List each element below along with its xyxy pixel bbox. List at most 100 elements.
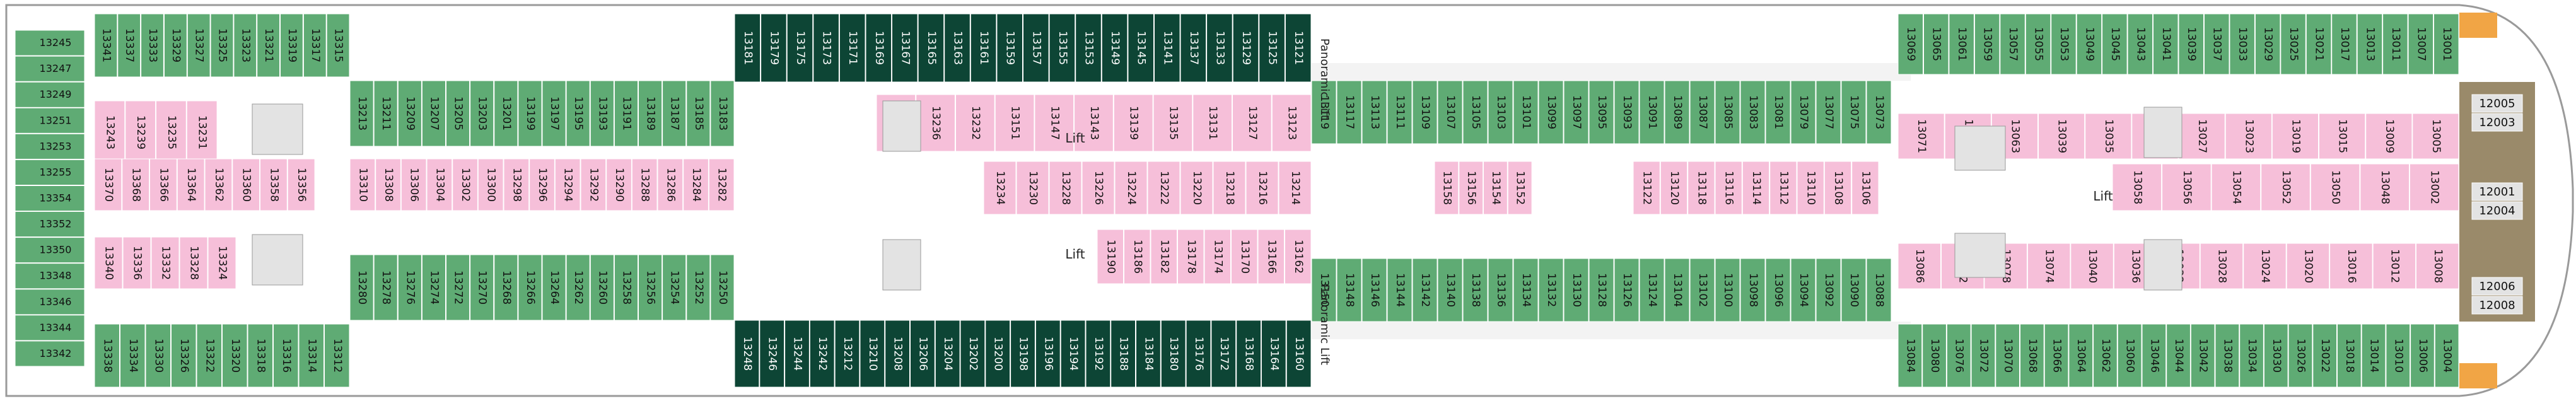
cabin-13017[interactable] <box>2331 13 2357 75</box>
cabin-13132[interactable] <box>1538 258 1564 322</box>
cabin-13043[interactable] <box>2127 13 2153 75</box>
cabin-13348[interactable] <box>15 263 85 289</box>
cabin-13170[interactable] <box>1231 229 1258 284</box>
cabin-13149[interactable] <box>1101 13 1128 83</box>
cabin-13203[interactable] <box>470 80 494 147</box>
cabin-13038[interactable] <box>2215 323 2240 388</box>
cabin-13172[interactable] <box>1211 320 1237 388</box>
cabin-13080[interactable] <box>1922 323 1947 388</box>
cabin-13028[interactable] <box>2200 243 2244 289</box>
cabin-13340[interactable] <box>94 236 123 289</box>
cabin-13231[interactable] <box>186 100 218 165</box>
cabin-13136[interactable] <box>1488 258 1513 322</box>
cabin-13152[interactable] <box>1507 161 1532 215</box>
cabin-13065[interactable] <box>1923 13 1949 75</box>
cabin-13298[interactable] <box>503 158 530 211</box>
cabin-13350[interactable] <box>15 237 85 264</box>
cabin-13167[interactable] <box>892 13 918 83</box>
cabin-13171[interactable] <box>839 13 866 83</box>
cabin-13266[interactable] <box>518 254 542 321</box>
cabin-13106[interactable] <box>1851 161 1879 215</box>
cabin-13093[interactable] <box>1614 80 1640 144</box>
cabin-13272[interactable] <box>446 254 470 321</box>
cabin-13110[interactable] <box>1797 161 1824 215</box>
cabin-13119[interactable] <box>1311 80 1337 144</box>
cabin-13004[interactable] <box>2434 323 2459 388</box>
cabin-13102[interactable] <box>1689 258 1715 322</box>
cabin-13186[interactable] <box>1124 229 1151 284</box>
cabin-13060[interactable] <box>2117 323 2142 388</box>
cabin-13216[interactable] <box>1245 161 1279 215</box>
cabin-13248[interactable] <box>734 320 760 388</box>
cabin-13117[interactable] <box>1336 80 1362 144</box>
cabin-13202[interactable] <box>960 320 986 388</box>
cabin-13294[interactable] <box>554 158 581 211</box>
cabin-13211[interactable] <box>373 80 398 147</box>
cabin-13001[interactable] <box>2433 13 2459 75</box>
cabin-13280[interactable] <box>349 254 374 321</box>
cabin-13052[interactable] <box>2261 163 2311 211</box>
cabin-13021[interactable] <box>2305 13 2332 75</box>
cabin-13112[interactable] <box>1769 161 1797 215</box>
cabin-13270[interactable] <box>470 254 494 321</box>
cabin-13235[interactable] <box>156 100 187 165</box>
cabin-13050[interactable] <box>2310 163 2360 211</box>
cabin-13015[interactable] <box>2319 113 2366 160</box>
cabin-13334[interactable] <box>120 323 146 388</box>
cabin-13228[interactable] <box>1049 161 1082 215</box>
cabin-13091[interactable] <box>1639 80 1665 144</box>
cabin-13014[interactable] <box>2361 323 2386 388</box>
cabin-13010[interactable] <box>2386 323 2411 388</box>
cabin-13214[interactable] <box>1278 161 1312 215</box>
cabin-13354[interactable] <box>15 185 85 212</box>
cabin-13220[interactable] <box>1180 161 1213 215</box>
cabin-13147[interactable] <box>1034 94 1075 152</box>
cabin-13122[interactable] <box>1633 161 1660 215</box>
cabin-13095[interactable] <box>1588 80 1614 144</box>
cabin-13368[interactable] <box>122 158 150 211</box>
cabin-13197[interactable] <box>542 80 566 147</box>
cabin-13124[interactable] <box>1639 258 1665 322</box>
cabin-13092[interactable] <box>1815 258 1841 322</box>
cabin-13076[interactable] <box>1946 323 1971 388</box>
cabin-13029[interactable] <box>2254 13 2281 75</box>
cabin-13099[interactable] <box>1538 80 1564 144</box>
cabin-13326[interactable] <box>171 323 197 388</box>
cabin-13009[interactable] <box>2365 113 2413 160</box>
cabin-13191[interactable] <box>614 80 639 147</box>
cabin-13198[interactable] <box>1010 320 1035 388</box>
cabin-13024[interactable] <box>2243 243 2287 289</box>
cabin-13023[interactable] <box>2225 113 2272 160</box>
cabin-13006[interactable] <box>2410 323 2435 388</box>
cabin-13107[interactable] <box>1437 80 1463 144</box>
cabin-13162[interactable] <box>1285 229 1312 284</box>
cabin-13341[interactable] <box>94 13 118 78</box>
cabin-13332[interactable] <box>151 236 180 289</box>
suite-12004[interactable] <box>2471 201 2523 220</box>
cabin-13282[interactable] <box>708 158 735 211</box>
cabin-13362[interactable] <box>204 158 233 211</box>
cabin-13155[interactable] <box>1049 13 1076 83</box>
cabin-13057[interactable] <box>2000 13 2025 75</box>
cabin-13323[interactable] <box>233 13 257 78</box>
cabin-13054[interactable] <box>2211 163 2261 211</box>
cabin-13113[interactable] <box>1361 80 1387 144</box>
cabin-13336[interactable] <box>122 236 151 289</box>
cabin-13033[interactable] <box>2229 13 2255 75</box>
cabin-13114[interactable] <box>1742 161 1770 215</box>
cabin-13121[interactable] <box>1285 13 1312 83</box>
cabin-13039[interactable] <box>2038 113 2085 160</box>
cabin-13019[interactable] <box>2271 113 2319 160</box>
cabin-13264[interactable] <box>542 254 566 321</box>
cabin-13321[interactable] <box>257 13 281 78</box>
suite-12001[interactable] <box>2471 182 2523 201</box>
cabin-13125[interactable] <box>1259 13 1285 83</box>
cabin-13276[interactable] <box>397 254 422 321</box>
cabin-13168[interactable] <box>1236 320 1261 388</box>
cabin-13140[interactable] <box>1437 258 1463 322</box>
cabin-13068[interactable] <box>2020 323 2044 388</box>
cabin-13316[interactable] <box>273 323 299 388</box>
cabin-13002[interactable] <box>2409 163 2459 211</box>
cabin-13143[interactable] <box>1074 94 1114 152</box>
cabin-13025[interactable] <box>2280 13 2306 75</box>
